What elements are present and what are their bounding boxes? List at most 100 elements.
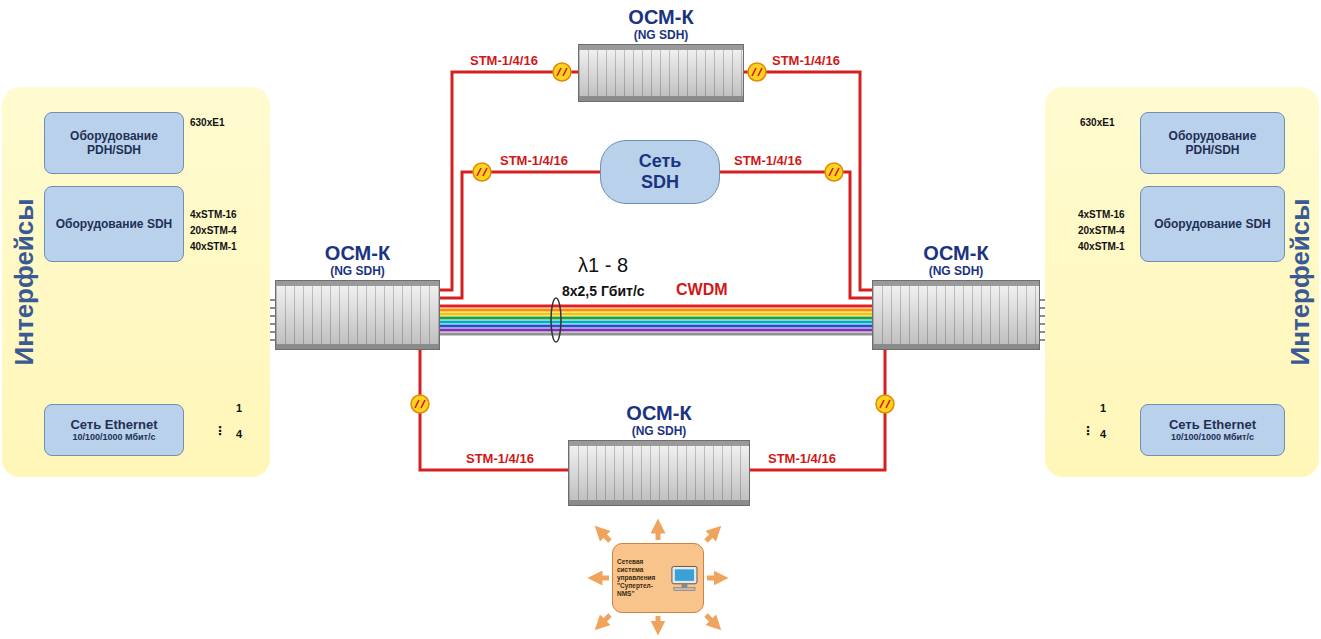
stm-link (720, 163, 872, 298)
nms-icon: Сетевая система управления "Супертел-NMS… (612, 543, 704, 613)
node-text: Оборудование PDH/SDH (55, 129, 173, 157)
bundle-tie (551, 298, 561, 342)
connector-line (440, 313, 872, 316)
link-label: 4 (236, 428, 242, 440)
link-label: 4xSTM-16 (1078, 209, 1125, 221)
connector-line (720, 172, 872, 298)
equipment-box: Сеть Ethernet10/100/1000 Мбит/с (44, 404, 184, 456)
sdh-network-box: Сеть SDH (600, 140, 720, 204)
rack-name: ОСМ-К (628, 6, 693, 28)
rack-name: ОСМ-К (626, 402, 691, 424)
monitor-frame (672, 566, 697, 583)
link-label: STM-1/4/16 (768, 451, 836, 466)
regenerator-arrows (829, 168, 839, 176)
link-label: 1 (236, 402, 242, 414)
monitor-icon (670, 563, 699, 593)
rack-name: ОСМ-К (923, 242, 988, 264)
vertical-title: Интерфейсы (1285, 199, 1316, 366)
regenerator-symbol (411, 395, 429, 413)
monitor-screen (675, 569, 694, 581)
rack-subtitle: (NG SDH) (626, 424, 691, 438)
vertical-title: Интерфейсы (9, 199, 40, 366)
rack-heading: ОСМ-К(NG SDH) (325, 242, 390, 278)
equipment-box: Оборудование SDH (1140, 186, 1285, 262)
link-label: 4xSTM-16 (190, 209, 237, 221)
link-label: STM-1/4/16 (734, 153, 802, 168)
rack-heading: ОСМ-К(NG SDH) (628, 6, 693, 42)
stm-link (750, 350, 894, 470)
regenerator-symbol (825, 163, 843, 181)
stm-link (744, 63, 872, 290)
monitor-stand (682, 584, 688, 588)
link-label: 20xSTM-4 (190, 225, 237, 237)
osm-k-rack: ОСМ-К(NG SDH) (568, 440, 750, 506)
ellipsis-mark: ⋮ (1082, 424, 1094, 438)
connector-line (440, 329, 872, 332)
equipment-box: Сеть Ethernet10/100/1000 Мбит/с (1140, 404, 1285, 456)
link-label: STM-1/4/16 (772, 53, 840, 68)
regenerator-symbol (473, 163, 491, 181)
connector-line (440, 321, 872, 324)
link-label: 20xSTM-4 (1078, 225, 1125, 237)
node-text: Оборудование SDH (56, 217, 172, 231)
link-label: 4 (1100, 428, 1106, 440)
link-label: STM-1/4/16 (470, 53, 538, 68)
wavelength-label: λ1 - 8 (578, 254, 628, 276)
osm-k-rack: ОСМ-К(NG SDH) (872, 280, 1040, 350)
box-title: Сеть Ethernet (70, 418, 157, 432)
keyboard (674, 588, 695, 591)
link-label: 8x2,5 Гбит/с (562, 283, 645, 299)
nms-arrows (595, 526, 721, 628)
rack-name: ОСМ-К (325, 242, 390, 264)
node-text: Оборудование SDH (1154, 217, 1270, 231)
rack-subtitle: (NG SDH) (325, 264, 390, 278)
regenerator-arrows (415, 400, 425, 408)
stm-link (411, 350, 568, 470)
regenerator-symbol (553, 63, 571, 81)
cwdm-fiber-bundle (440, 298, 872, 342)
connector-line (440, 309, 872, 312)
osm-k-rack: ОСМ-К(NG SDH) (578, 44, 744, 102)
rack-heading: ОСМ-К(NG SDH) (923, 242, 988, 278)
box-subtitle: 10/100/1000 Мбит/с (72, 432, 155, 443)
interfaces-panel: Интерфейсы Оборудование PDH/SDH Оборудован… (2, 87, 270, 477)
link-label: 630xE1 (1080, 117, 1114, 129)
regenerator-symbol (876, 395, 894, 413)
osm-k-rack: ОСМ-К(NG SDH) (275, 280, 440, 350)
connector-line (744, 72, 872, 290)
box-subtitle: 10/100/1000 Мбит/с (1171, 432, 1254, 443)
node-text: Оборудование PDH/SDH (1154, 129, 1272, 157)
connector-line (440, 333, 872, 336)
nms-caption: Сетевая система управления "Супертел-NMS… (617, 558, 667, 598)
equipment-box: Оборудование PDH/SDH (1140, 112, 1285, 174)
equipment-box: Оборудование SDH (44, 186, 184, 262)
cwdm-label: CWDM (676, 281, 728, 299)
node-text: Сеть SDH (625, 151, 695, 193)
rack-subtitle: (NG SDH) (628, 28, 693, 42)
regenerator-arrows (880, 400, 890, 408)
regenerator-arrows (477, 168, 487, 176)
link-label: 40xSTM-1 (1078, 241, 1125, 253)
ellipsis-mark: ⋮ (214, 424, 226, 438)
link-label: 630xE1 (190, 117, 224, 129)
link-label: 40xSTM-1 (190, 241, 237, 253)
regenerator-arrows (557, 68, 567, 76)
link-label: 1 (1100, 402, 1106, 414)
box-title: Сеть Ethernet (1169, 418, 1256, 432)
connector-line (440, 325, 872, 328)
connector-line (750, 350, 885, 470)
interfaces-panel: Интерфейсы Оборудование PDH/SDH Оборудован… (1045, 87, 1319, 477)
connector-line (440, 305, 872, 308)
connector-line (420, 350, 568, 470)
link-label: STM-1/4/16 (500, 153, 568, 168)
connector-line (440, 317, 872, 320)
link-label: STM-1/4/16 (466, 451, 534, 466)
regenerator-symbol (748, 63, 766, 81)
rack-heading: ОСМ-К(NG SDH) (626, 402, 691, 438)
stm-link (440, 163, 600, 298)
equipment-box: Оборудование PDH/SDH (44, 112, 184, 174)
rack-subtitle: (NG SDH) (923, 264, 988, 278)
connector-line (440, 172, 600, 298)
regenerator-arrows (752, 68, 762, 76)
